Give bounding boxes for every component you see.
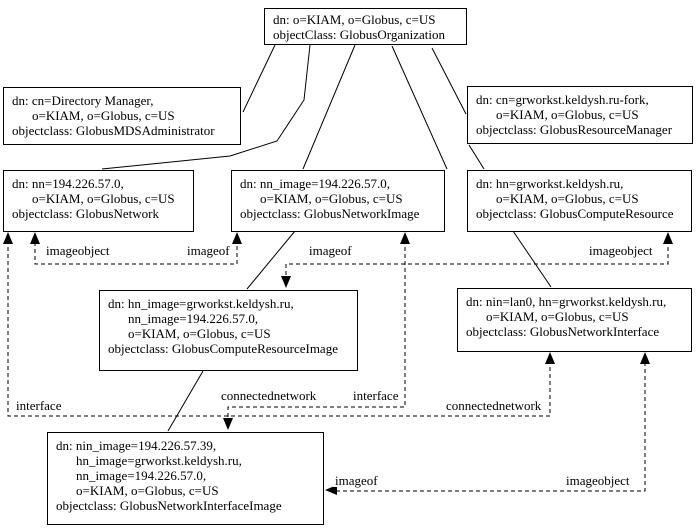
node-line: o=KIAM, o=Globus, c=US	[32, 191, 175, 206]
arrowhead-into-network-interface-attr	[3, 232, 13, 244]
node-line: o=KIAM, o=Globus, c=US	[76, 483, 219, 498]
node-line: nn_image=194.226.57.0,	[128, 311, 259, 326]
node-line: dn: nn=194.226.57.0,	[12, 176, 124, 191]
node-line: objectclass: GlobusNetworkInterfaceImage	[56, 498, 282, 513]
node-line: o=KIAM, o=Globus, c=US	[486, 309, 629, 324]
arrowhead-into-interface-image-imageof	[325, 485, 337, 495]
node-line: objectclass: GlobusMDSAdministrator	[12, 123, 215, 138]
node-line: objectclass: GlobusNetwork	[12, 206, 159, 221]
tree-link-org-to-resource-manager	[431, 47, 467, 115]
node-globus-network-interface: dn: nin=lan0, hn=grworkst.keldysh.ru, o=…	[457, 288, 692, 352]
edge-label-imageobject-compute-resource: imageobject	[587, 243, 655, 258]
node-line: o=KIAM, o=Globus, c=US	[32, 108, 175, 123]
node-globus-network-image: dn: nn_image=194.226.57.0, o=KIAM, o=Glo…	[231, 170, 445, 232]
tree-link-org-to-network-image	[302, 44, 356, 170]
edge-label-connectednetwork-interface: connectednetwork	[444, 398, 544, 413]
node-line: objectclass: GlobusComputeResourceImage	[108, 341, 338, 356]
node-line: dn: cn=Directory Manager,	[12, 93, 154, 108]
tree-link-org-to-mds-admin	[242, 44, 276, 113]
edge-connectednetwork-interface-images	[227, 240, 406, 417]
edge-network-imageobject-imageof	[34, 242, 238, 265]
node-globus-network: dn: nn=194.226.57.0, o=KIAM, o=Globus, c…	[3, 170, 194, 232]
node-line: nn_image=194.226.57.0,	[76, 468, 207, 483]
edge-label-interface-network: interface	[14, 398, 64, 413]
node-line: dn: hn=grworkst.keldysh.ru,	[476, 176, 624, 191]
node-line: objectclass: GlobusResourceManager	[476, 122, 673, 137]
tree-link-compute-resource-to-network-interface	[512, 230, 552, 288]
node-globus-compute-resource-image: dn: hn_image=grworkst.keldysh.ru, nn_ima…	[99, 290, 358, 371]
arrowhead-into-interface-image-connectednetwork	[223, 418, 233, 430]
node-line: o=KIAM, o=Globus, c=US	[496, 107, 639, 122]
arrowhead-into-network-interface-imageobject	[640, 352, 650, 364]
node-line: objectclass: GlobusNetworkImage	[240, 206, 420, 221]
arrowhead-into-network-imageobject	[30, 232, 40, 244]
edge-label-imageof-interface-image: imageof	[333, 473, 380, 488]
tree-link-org-to-compute-resource	[391, 45, 448, 170]
edge-label-imageof-network-image: imageof	[185, 243, 232, 258]
edge-label-connectednetwork-image: connectednetwork	[219, 388, 319, 403]
node-globus-organization: dn: o=KIAM, o=Globus, c=US objectClass: …	[264, 8, 467, 45]
arrowhead-into-compute-resource-imageobject	[663, 232, 673, 244]
node-line: o=KIAM, o=Globus, c=US	[496, 191, 639, 206]
node-line: dn: nn_image=194.226.57.0,	[240, 176, 390, 191]
node-line: dn: nin=lan0, hn=grworkst.keldysh.ru,	[466, 294, 667, 309]
node-line: o=KIAM, o=Globus, c=US	[260, 191, 403, 206]
node-line: objectclass: GlobusNetworkInterface	[466, 324, 660, 339]
edge-interface-connectednetwork-outer	[7, 240, 551, 417]
node-globus-mds-administrator: dn: cn=Directory Manager, o=KIAM, o=Glob…	[3, 87, 241, 145]
edge-label-imageof-compute-resource-image: imageof	[307, 243, 354, 258]
node-line: dn: hn_image=grworkst.keldysh.ru,	[108, 296, 294, 311]
node-line: o=KIAM, o=Globus, c=US	[128, 326, 271, 341]
arrowhead-into-network-interface-interface	[545, 352, 555, 364]
arrowhead-into-network-image-imageof	[232, 232, 242, 244]
node-line: hn_image=grworkst.keldysh.ru,	[76, 453, 242, 468]
node-line: dn: o=KIAM, o=Globus, c=US	[273, 12, 436, 27]
node-line: dn: nin_image=194.226.57.39,	[56, 438, 217, 453]
node-globus-compute-resource: dn: hn=grworkst.keldysh.ru, o=KIAM, o=Gl…	[467, 170, 692, 232]
node-line: objectclass: GlobusComputeResource	[476, 206, 674, 221]
node-line: dn: cn=grworkst.keldysh.ru-fork,	[476, 92, 649, 107]
tree-link-compute-resource-image-to-interface-image	[167, 370, 204, 432]
arrowhead-into-network-image-connectednetwork	[400, 232, 410, 244]
edge-label-imageobject-interface: imageobject	[564, 473, 632, 488]
node-globus-network-interface-image: dn: nin_image=194.226.57.39, hn_image=gr…	[47, 432, 324, 525]
tree-link-network-image-to-compute-resource-image	[246, 230, 296, 290]
node-line: objectClass: GlobusOrganization	[273, 27, 445, 42]
arrowhead-into-compute-resource-image-imageof	[281, 276, 291, 288]
node-globus-resource-manager: dn: cn=grworkst.keldysh.ru-fork, o=KIAM,…	[467, 86, 693, 144]
edge-label-interface-image: interface	[351, 388, 401, 403]
edge-label-imageobject-network: imageobject	[44, 243, 112, 258]
edge-interface-imageobject-imageof	[335, 362, 646, 492]
tree-link-resource-manager-to-compute-resource	[468, 144, 485, 170]
tree-link-org-to-network	[101, 44, 311, 170]
